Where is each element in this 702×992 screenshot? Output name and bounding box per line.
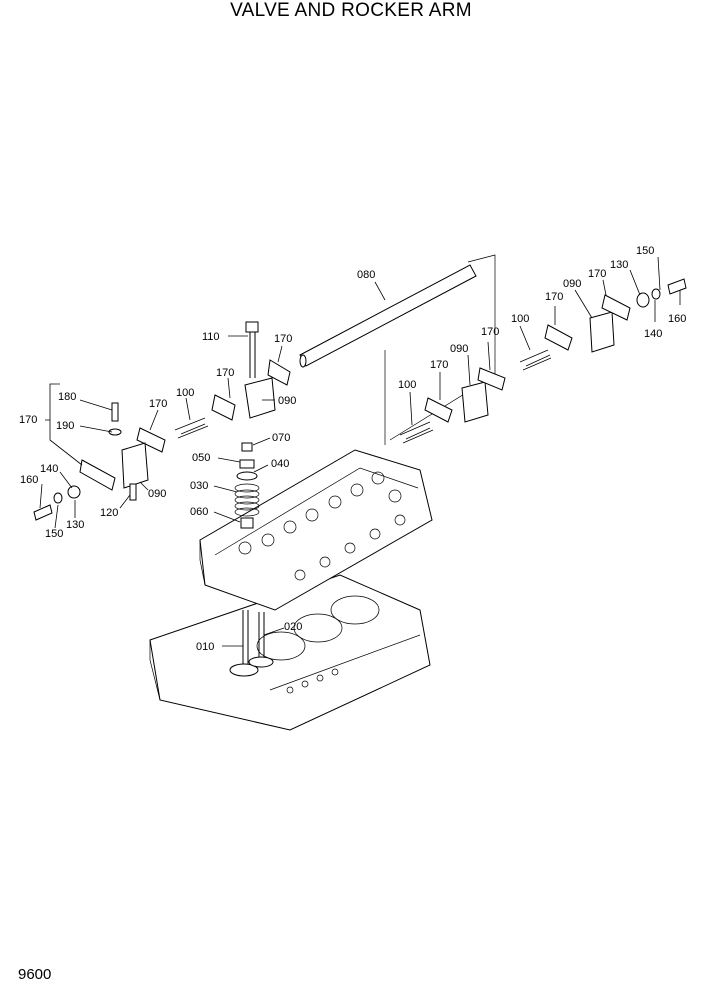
callout-170: 170 <box>216 367 234 379</box>
page-number: 9600 <box>18 966 52 983</box>
callout-120: 120 <box>100 507 118 519</box>
rocker-arm-group-right <box>399 278 687 444</box>
callout-090: 090 <box>148 488 166 500</box>
callout-160: 160 <box>20 474 38 486</box>
callout-020: 020 <box>284 621 302 633</box>
callout-130: 130 <box>610 259 628 271</box>
callout-080: 080 <box>357 269 375 281</box>
callout-140: 140 <box>644 328 662 340</box>
callout-050: 050 <box>192 452 210 464</box>
callout-090: 090 <box>450 343 468 355</box>
callout-010: 010 <box>196 641 214 653</box>
callout-170: 170 <box>149 398 167 410</box>
callout-110: 110 <box>202 331 220 343</box>
callout-170: 170 <box>545 291 563 303</box>
callout-170: 170 <box>481 326 499 338</box>
rocker-arm-group-left <box>33 402 149 521</box>
valve-spring-stack <box>234 442 260 529</box>
callout-030: 030 <box>190 480 208 492</box>
callout-170: 170 <box>19 414 37 426</box>
callout-160: 160 <box>668 313 686 325</box>
callout-040: 040 <box>271 458 289 470</box>
callout-130: 130 <box>66 519 84 531</box>
callout-180: 180 <box>58 391 76 403</box>
rocker-arm-group-center <box>136 359 291 453</box>
callout-190: 190 <box>56 420 74 432</box>
callout-labels: 080 150 130 170 090 170 160 140 100 170 … <box>19 245 686 653</box>
callout-090: 090 <box>563 278 581 290</box>
callout-150: 150 <box>636 245 654 257</box>
callout-100: 100 <box>511 313 529 325</box>
callout-100: 100 <box>176 387 194 399</box>
callout-150: 150 <box>45 528 63 540</box>
callout-170: 170 <box>430 359 448 371</box>
page-title: VALVE AND ROCKER ARM <box>230 0 472 21</box>
bolt-110 <box>245 321 259 378</box>
callout-140: 140 <box>40 463 58 475</box>
callout-100: 100 <box>398 379 416 391</box>
leader-lines <box>39 256 681 647</box>
cylinder-head <box>199 449 433 611</box>
engine-block <box>149 574 431 731</box>
valve-010 <box>229 610 259 677</box>
callout-060: 060 <box>190 506 208 518</box>
callout-070: 070 <box>272 432 290 444</box>
callout-170: 170 <box>588 268 606 280</box>
callout-090: 090 <box>278 395 296 407</box>
callout-170: 170 <box>274 333 292 345</box>
